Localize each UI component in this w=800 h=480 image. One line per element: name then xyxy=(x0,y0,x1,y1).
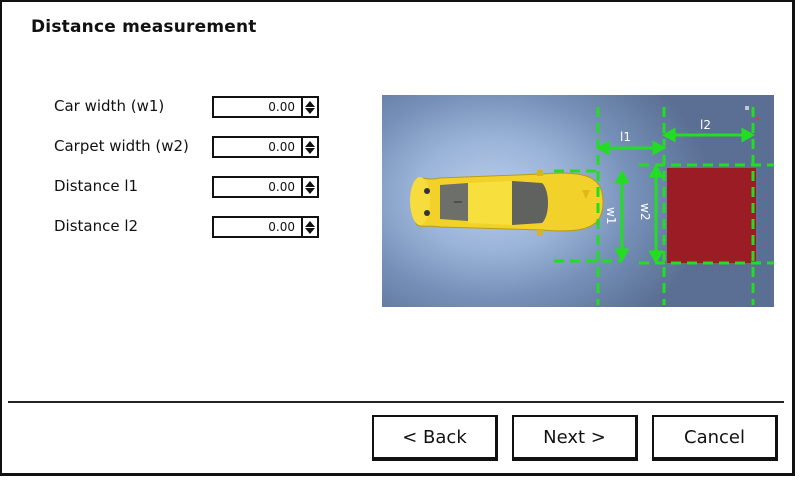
carpet-width-label: Carpet width (w2) xyxy=(54,137,189,155)
car-width-label: Car width (w1) xyxy=(54,97,165,115)
spin-down-icon[interactable] xyxy=(305,147,315,154)
label-l1: l1 xyxy=(620,130,631,144)
carpet-width-spin-buttons[interactable] xyxy=(303,138,317,156)
car-width-spin-buttons[interactable] xyxy=(303,98,317,116)
spin-up-icon[interactable] xyxy=(305,100,315,107)
spin-up-icon[interactable] xyxy=(305,140,315,147)
spin-up-icon[interactable] xyxy=(305,180,315,187)
car-icon xyxy=(410,170,604,236)
car-width-input[interactable]: 0.00 xyxy=(214,98,303,116)
distance-l1-spin-buttons[interactable] xyxy=(303,178,317,196)
measurement-diagram: l1 l2 w1 w2 xyxy=(382,95,774,307)
spin-down-icon[interactable] xyxy=(305,107,315,114)
distance-l2-stepper[interactable]: 0.00 xyxy=(212,216,319,238)
car-width-stepper[interactable]: 0.00 xyxy=(212,96,319,118)
distance-l2-input[interactable]: 0.00 xyxy=(214,218,303,236)
spin-up-icon[interactable] xyxy=(305,220,315,227)
dialog-title: Distance measurement xyxy=(31,17,257,37)
carpet-width-input[interactable]: 0.00 xyxy=(214,138,303,156)
carpet-rect xyxy=(667,168,756,263)
distance-l2-spin-buttons[interactable] xyxy=(303,218,317,236)
cancel-button[interactable]: Cancel xyxy=(652,415,778,461)
carpet-width-stepper[interactable]: 0.00 xyxy=(212,136,319,158)
label-w2: w2 xyxy=(638,203,652,220)
distance-l1-stepper[interactable]: 0.00 xyxy=(212,176,319,198)
next-button[interactable]: Next > xyxy=(512,415,638,461)
label-w1: w1 xyxy=(604,207,618,224)
spin-down-icon[interactable] xyxy=(305,187,315,194)
distance-l1-label: Distance l1 xyxy=(54,177,139,195)
back-button[interactable]: < Back xyxy=(372,415,498,461)
label-l2: l2 xyxy=(700,118,711,132)
distance-l1-input[interactable]: 0.00 xyxy=(214,178,303,196)
diagram-illustration: l1 l2 w1 w2 xyxy=(410,106,774,305)
distance-l2-label: Distance l2 xyxy=(54,217,139,235)
spin-down-icon[interactable] xyxy=(305,227,315,234)
footer-divider xyxy=(8,401,784,403)
